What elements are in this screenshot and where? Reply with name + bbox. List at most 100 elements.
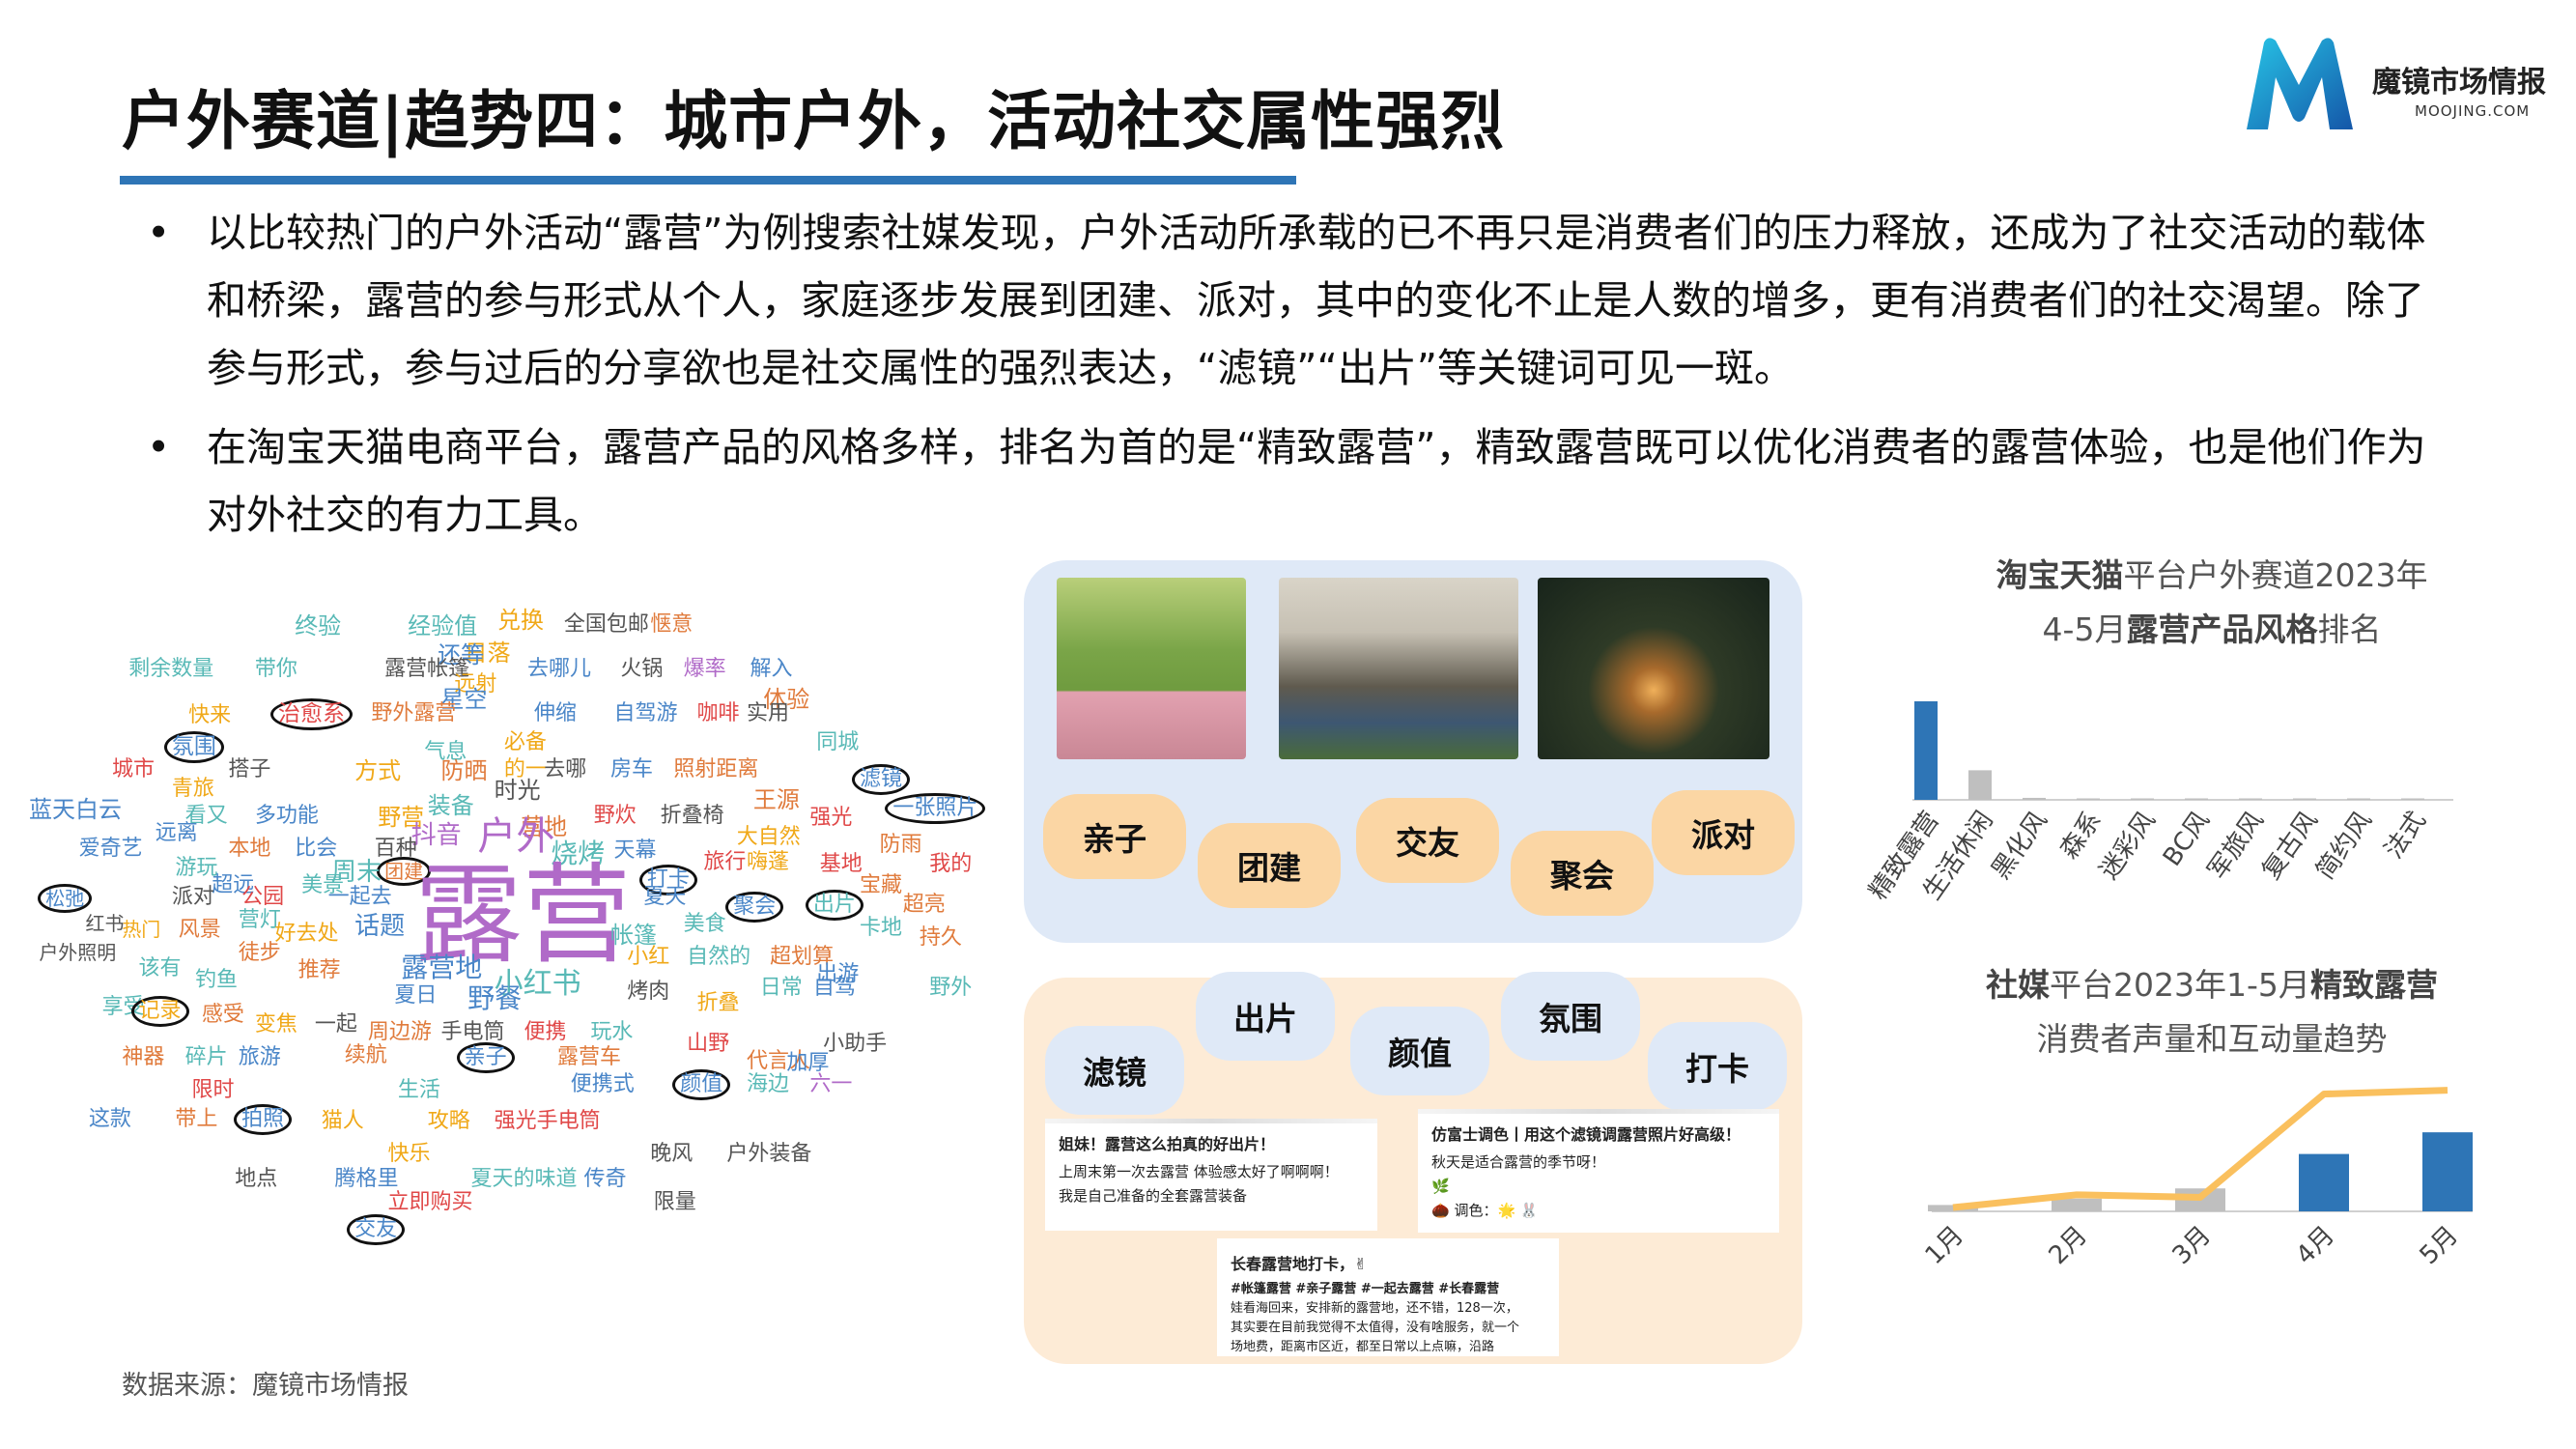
tag-pill: 派对 xyxy=(1652,790,1795,875)
chart2-bar xyxy=(2422,1132,2473,1211)
word-cloud-word: 防晒 xyxy=(440,757,488,784)
chart1-title-line2: 4-5月露营产品风格排名 xyxy=(1922,603,2502,657)
word-cloud-word: 旅行 xyxy=(703,850,747,874)
social-post-card: 仿富士调色丨用这个滤镜调露营照片好高级！ 秋天是适合露营的季节呀！ 🌿 🌰 调色… xyxy=(1418,1109,1779,1233)
word-cloud-word: 多功能 xyxy=(254,804,319,828)
chart2-bar xyxy=(1928,1205,1978,1211)
chart-title-segment: 平台2023年1-5月 xyxy=(2050,966,2310,1004)
word-cloud-word: 比会 xyxy=(295,837,338,861)
word-cloud-word: 出游 xyxy=(816,962,860,986)
word-cloud-word: 强光手电筒 xyxy=(494,1109,601,1133)
word-cloud-word: 持久 xyxy=(919,925,962,950)
bullet-list: •以比较热门的户外活动“露营”为例搜索社媒发现，户外活动所承载的已不再只是消费者… xyxy=(135,199,2463,560)
logo-url: MOOJING.COM xyxy=(2415,102,2531,120)
word-cloud-word: 立即购买 xyxy=(387,1190,473,1214)
word-cloud-word: 攻略 xyxy=(427,1109,470,1133)
post-line: 娃看海回来，安排新的露营地，还不错，128一次， xyxy=(1231,1301,1518,1316)
tag-pill: 聚会 xyxy=(1511,831,1654,916)
word-cloud-word: 周末 xyxy=(331,858,382,887)
word-cloud-word: 猫人 xyxy=(321,1109,364,1133)
word-cloud-word: 便携式 xyxy=(570,1072,635,1096)
word-cloud-word: 日常 xyxy=(759,976,803,1000)
post-line: #帐篷露营 #亲子露营 #一起去露营 #长春露营 xyxy=(1231,1282,1500,1296)
word-cloud-word: 松弛 xyxy=(38,884,93,913)
word-cloud-word: 团建 xyxy=(377,857,432,886)
bullet-text: 在淘宝天猫电商平台，露营产品的风格多样，排名为首的是“精致露营”，精致露营既可以… xyxy=(207,424,2426,538)
word-cloud-word: 帐篷 xyxy=(610,922,657,949)
chart-title-segment: 社媒 xyxy=(1986,966,2051,1004)
camping-photo-campfire xyxy=(1538,578,1769,759)
chart2-title-line1: 社媒平台2023年1-5月精致露营 xyxy=(1922,958,2502,1012)
word-cloud-word: 限量 xyxy=(653,1190,696,1214)
word-cloud-word: 周边游 xyxy=(367,1020,432,1044)
word-cloud-word: 露营帐篷 xyxy=(384,657,470,681)
word-cloud-word: 防雨 xyxy=(879,833,922,857)
word-cloud-word: 超划算 xyxy=(770,945,835,969)
chart2-tick-label: 2月 xyxy=(2044,1221,2093,1270)
word-cloud-word: 小红 xyxy=(627,945,670,969)
bullet-item: •以比较热门的户外活动“露营”为例搜索社媒发现，户外活动所承载的已不再只是消费者… xyxy=(147,210,2426,391)
word-cloud-word: 时光 xyxy=(494,777,541,804)
word-cloud-word: 快乐 xyxy=(387,1142,431,1166)
word-cloud-word: 爱奇艺 xyxy=(78,837,143,861)
word-cloud-word: 卡地 xyxy=(860,916,903,940)
word-cloud-word: 该有 xyxy=(138,956,182,980)
word-cloud-word: 宝藏 xyxy=(860,873,903,897)
bullet-item: •在淘宝天猫电商平台，露营产品的风格多样，排名为首的是“精致露营”，精致露营既可… xyxy=(147,424,2426,538)
word-cloud-word: 解入 xyxy=(750,657,793,681)
word-cloud-word: 去哪儿 xyxy=(527,657,592,681)
chart2-tick-label: 1月 xyxy=(1920,1221,1969,1270)
post-image-strip xyxy=(1418,1109,1779,1114)
word-cloud-word: 小红书 xyxy=(494,967,581,1001)
word-cloud-word: 咖啡 xyxy=(696,701,740,725)
post-line: 秋天是适合露营的季节呀！ xyxy=(1431,1153,1606,1171)
chart1-tick-label: 迷彩风 xyxy=(2094,807,2161,885)
post-title: 仿富士调色丨用这个滤镜调露营照片好高级！ xyxy=(1431,1125,1741,1144)
word-cloud-word: 露营地 xyxy=(401,952,483,983)
word-cloud-word: 带上 xyxy=(175,1107,218,1131)
word-cloud-word: 风景 xyxy=(178,918,221,942)
post-line: 场地费，距离市区近，都至日常以上点嘛，沿路 xyxy=(1231,1340,1495,1354)
style-ranking-chart: 精致露营生活休闲黑化风森系迷彩风BC风军旅风复古风简约风法式 xyxy=(1863,701,2453,905)
chart2-tick-label: 3月 xyxy=(2167,1221,2217,1270)
word-cloud-word: 记录 xyxy=(130,996,189,1027)
data-source: 数据来源：魔镜市场情报 xyxy=(122,1371,409,1401)
chart1-title-line1: 淘宝天猫平台户外赛道2023年 xyxy=(1922,549,2502,603)
word-cloud-word: 自驾 xyxy=(812,976,856,1000)
word-cloud-word: 小助手 xyxy=(823,1032,888,1056)
post-line: 其实要在目前我觉得不太值得，没有啥服务，就一个 xyxy=(1231,1321,1520,1335)
word-cloud-word: 美景 xyxy=(301,873,345,897)
word-cloud-word: 限时 xyxy=(191,1078,235,1102)
moojing-logo-icon xyxy=(2247,38,2353,129)
word-cloud-word: 这款 xyxy=(88,1107,131,1131)
word-cloud-word: 公园 xyxy=(241,885,285,909)
word-cloud-word: 手电筒 xyxy=(440,1020,505,1044)
chart1-bar xyxy=(2185,798,2208,800)
word-cloud-word: 户外照明 xyxy=(39,941,117,964)
word-cloud-word: 营灯 xyxy=(238,908,281,932)
word-cloud-word: 夏日 xyxy=(394,983,438,1008)
logo-name: 魔镜市场情报 xyxy=(2372,66,2546,99)
word-cloud-word: 便携 xyxy=(524,1020,567,1044)
word-cloud-word: 超亮 xyxy=(902,893,946,917)
social-post-card: 长春露营地打卡，✌ #帐篷露营 #亲子露营 #一起去露营 #长春露营 娃看海回来… xyxy=(1217,1238,1559,1356)
word-cloud-word: 蓝天白云 xyxy=(29,796,122,823)
tag-pill: 交友 xyxy=(1356,798,1499,883)
word-cloud-word: 晚风 xyxy=(650,1142,694,1166)
chart-title-segment: 消费者声量和互动量趋势 xyxy=(2036,1020,2388,1058)
word-cloud-word: 伸缩 xyxy=(533,701,577,725)
word-cloud-word: 惬意 xyxy=(650,612,694,637)
post-line: 🌿 xyxy=(1431,1178,1450,1195)
word-cloud-word: 玩水 xyxy=(590,1020,634,1044)
chart-title-segment: 4-5月 xyxy=(2042,611,2127,648)
word-cloud-word: 旅游 xyxy=(238,1045,281,1069)
chart-title-segment: 淘宝天猫 xyxy=(1996,556,2124,594)
word-cloud-word: 露营车 xyxy=(556,1045,621,1069)
word-cloud-word: 房车 xyxy=(610,757,654,781)
tag-pill: 出片 xyxy=(1196,972,1335,1061)
chart2-tick-label: 4月 xyxy=(2291,1221,2340,1270)
word-cloud-word: 远离 xyxy=(155,821,198,845)
word-cloud-word: 续航 xyxy=(344,1043,387,1067)
chart1-tick-label: 黑化风 xyxy=(1986,807,2052,885)
word-cloud-word: 自驾游 xyxy=(613,701,678,725)
